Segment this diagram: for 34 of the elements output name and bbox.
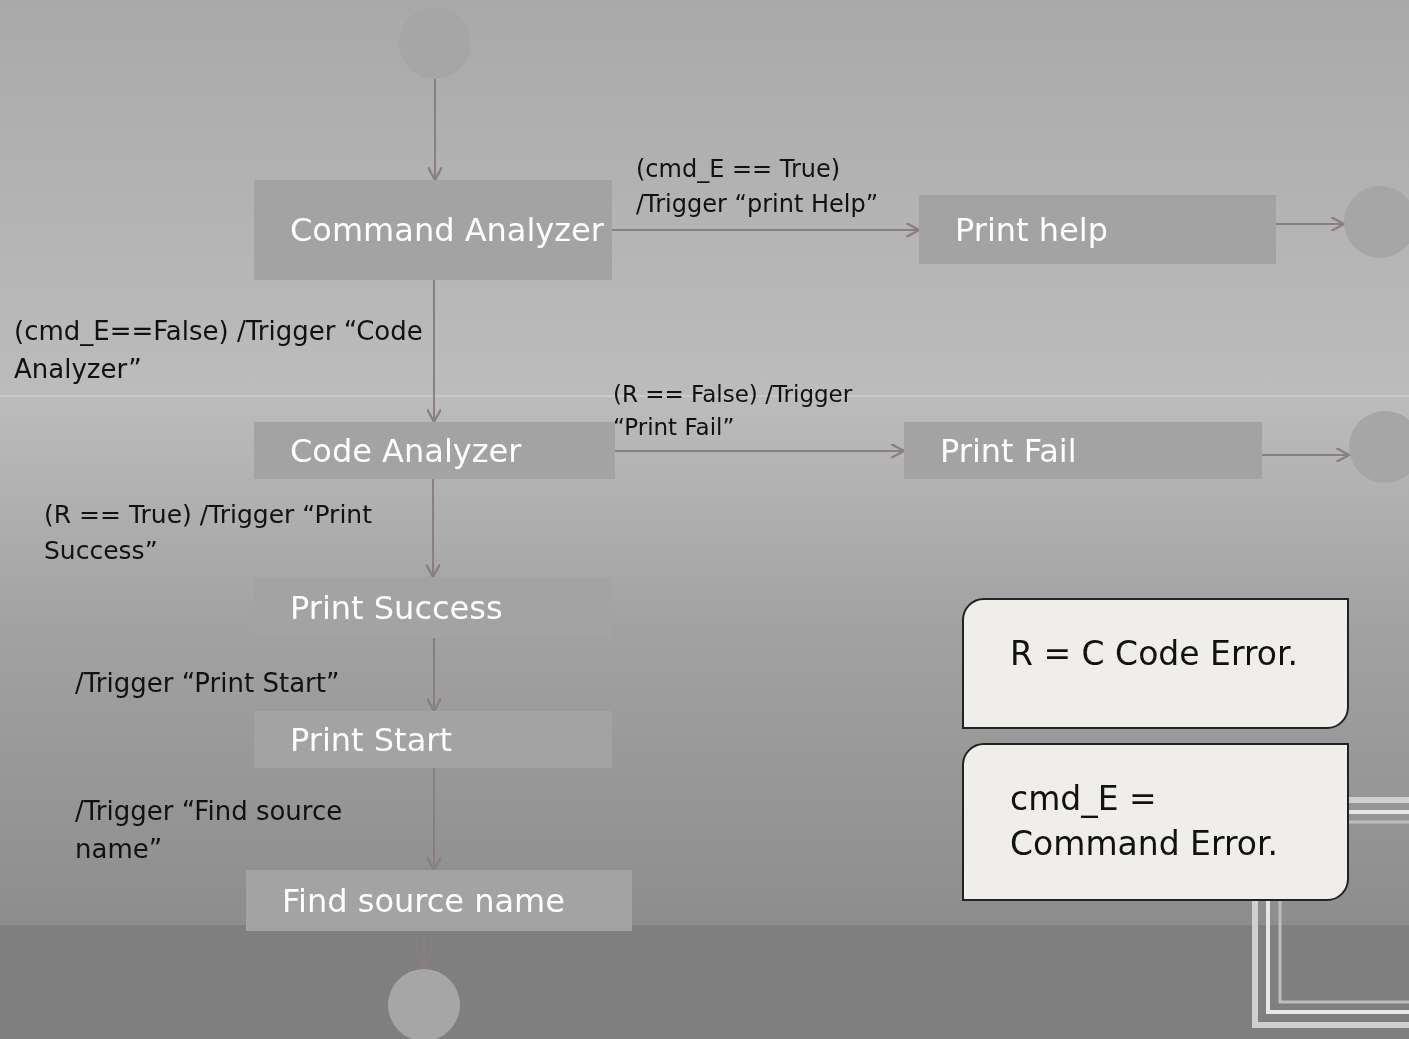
edge-label: (cmd_E == True) /Trigger “print Help” xyxy=(636,154,880,220)
arrow xyxy=(611,221,921,239)
state-label: Code Analyzer xyxy=(290,431,522,470)
state-label: Find source name xyxy=(282,881,565,920)
state-label: Print Fail xyxy=(940,431,1077,470)
arrow xyxy=(1275,215,1346,233)
edge-label: /Trigger “Find source name” xyxy=(75,795,344,866)
state-box xyxy=(254,180,612,280)
note-box xyxy=(962,598,1349,729)
state-label: Print Success xyxy=(290,588,503,627)
arrow xyxy=(424,478,442,579)
edge-label: /Trigger “Print Start” xyxy=(75,667,341,700)
edge-label: (cmd_E==False) /Trigger “Code Analyzer” xyxy=(14,315,424,386)
state-label: R = C Code Error. xyxy=(1010,633,1299,675)
arrow xyxy=(425,767,443,872)
arrow xyxy=(1261,446,1351,464)
arrow xyxy=(425,279,443,424)
state-box xyxy=(254,422,615,479)
edge-label: (R == False) /Trigger “Print Fail” xyxy=(613,380,854,443)
arrow xyxy=(426,78,444,182)
arrow xyxy=(614,442,906,460)
state-box xyxy=(904,422,1262,479)
state-circle xyxy=(1349,411,1409,483)
state-label: Command Analyzer xyxy=(290,211,604,249)
state-label: Print Start xyxy=(290,720,452,759)
state-box xyxy=(254,711,612,768)
state-box xyxy=(246,870,632,931)
state-box xyxy=(919,195,1276,264)
state-label: Print help xyxy=(955,210,1108,249)
state-label: cmd_E = Command Error. xyxy=(1010,778,1279,865)
edge-label: (R == True) /Trigger “Print Success” xyxy=(44,499,373,568)
note-box xyxy=(962,743,1349,901)
arrow xyxy=(415,930,433,971)
arrow xyxy=(425,637,443,713)
